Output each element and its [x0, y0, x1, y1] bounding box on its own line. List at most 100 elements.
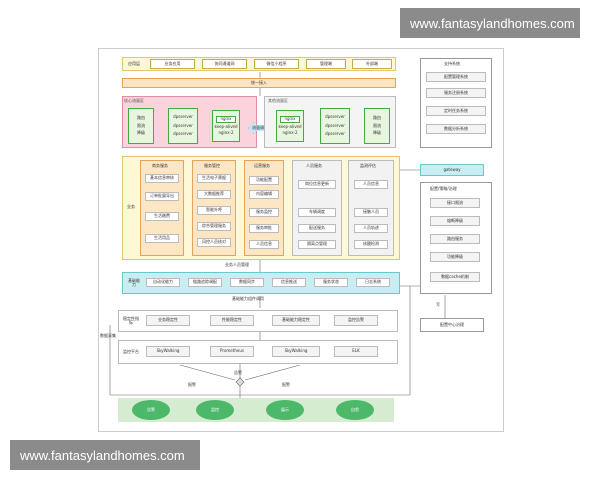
- business-item[interactable]: 配送服务: [298, 224, 336, 233]
- business-item[interactable]: 人员信息: [249, 240, 279, 249]
- group-item: 限流: [137, 122, 145, 128]
- support-item[interactable]: 数据分析系统: [426, 124, 486, 134]
- business-item[interactable]: 订单批量导出: [145, 192, 179, 201]
- business-item[interactable]: 功能配置: [249, 176, 279, 185]
- unified-entry[interactable]: 统一接入: [122, 78, 396, 88]
- write-label: 写: [436, 302, 440, 307]
- decision-right: 报警: [282, 382, 290, 387]
- watermark-bottom: www.fantasylandhomes.com: [10, 440, 200, 470]
- support-item[interactable]: 配置管理系统: [426, 72, 486, 82]
- platform-item[interactable]: SkyWalking: [272, 346, 320, 357]
- other-right-group: 路由 限流 降级: [364, 108, 390, 144]
- metric-item[interactable]: 业务稳定性: [146, 315, 190, 326]
- app-item[interactable]: 业务应用: [150, 59, 195, 69]
- column-title: 商务服务: [152, 163, 168, 168]
- metric-item[interactable]: 基础能力稳定性: [272, 315, 320, 326]
- group-item: 限流: [373, 122, 381, 128]
- watermark-top: www.fantasylandhomes.com: [400, 8, 580, 38]
- business-item[interactable]: 内容编辑: [249, 190, 279, 199]
- service-item[interactable]: dpsserver: [325, 131, 345, 137]
- support-title: 支持系统: [444, 61, 460, 66]
- other-services: dpsserver dpsserver dpsserver: [320, 108, 350, 144]
- column-title: 人员服务: [306, 163, 322, 168]
- policy-item[interactable]: 路由服务: [430, 234, 480, 244]
- base-item[interactable]: 服务状态: [314, 278, 348, 287]
- app-item[interactable]: 外部端: [352, 59, 392, 69]
- core-zone-title: 核心流量区: [124, 98, 144, 103]
- config-center[interactable]: 配置中心治理: [420, 318, 484, 332]
- business-label: 业务: [127, 204, 135, 209]
- base-item[interactable]: 日志系统: [356, 278, 390, 287]
- business-item[interactable]: 岗位信息更新: [298, 180, 336, 189]
- core-left-group: 路由 限流 降级: [128, 108, 154, 144]
- platform-item[interactable]: Prometheus: [210, 346, 254, 357]
- metric-item[interactable]: 性能稳定性: [210, 315, 254, 326]
- gateway-box[interactable]: gateway: [420, 164, 484, 176]
- base-item[interactable]: 自动化能力: [146, 278, 180, 287]
- business-item[interactable]: 风控人员核对: [197, 238, 231, 247]
- business-item[interactable]: 生活电子票据: [197, 174, 231, 183]
- business-item[interactable]: 基本信息审核: [145, 174, 179, 183]
- business-item[interactable]: 人员轨迹: [354, 224, 388, 233]
- metrics-label: 稳定性指标: [123, 315, 139, 325]
- nginx-small: nginx-2: [282, 130, 298, 136]
- app-layer-label: 应用层: [128, 60, 140, 66]
- base-item[interactable]: 链路追踪调配: [188, 278, 222, 287]
- app-item[interactable]: 微信小程序: [254, 59, 299, 69]
- bottom-node[interactable]: 告警: [132, 400, 170, 420]
- nginx-box[interactable]: nginx: [280, 116, 300, 123]
- column-title: 监测评估: [360, 163, 376, 168]
- business-item[interactable]: 核酸检测: [354, 240, 388, 249]
- other-zone-title: 其他流量区: [268, 98, 288, 103]
- business-item[interactable]: 接触人员: [354, 208, 388, 217]
- metric-item[interactable]: 监控告警: [334, 315, 378, 326]
- service-item[interactable]: dpsserver: [325, 114, 345, 120]
- group-item: 路由: [137, 115, 145, 121]
- service-item[interactable]: dpsserver: [173, 114, 193, 120]
- business-item[interactable]: 综合管理服务: [197, 222, 231, 231]
- bottom-node[interactable]: 自愈: [336, 400, 374, 420]
- service-item[interactable]: dpsserver: [325, 122, 345, 128]
- app-item[interactable]: 管理端: [306, 59, 346, 69]
- business-item[interactable]: 智能外呼: [197, 206, 231, 215]
- base-label: 基础能力: [128, 277, 140, 287]
- business-item[interactable]: 大数据推荐: [197, 190, 231, 199]
- base-item[interactable]: 数据同步: [230, 278, 264, 287]
- base-item[interactable]: 信息推送: [272, 278, 306, 287]
- platform-item[interactable]: ELK: [334, 346, 378, 357]
- policy-item[interactable]: 熔断降级: [430, 216, 480, 226]
- bottom-node[interactable]: 监控: [196, 400, 234, 420]
- policy-item[interactable]: 功能降级: [430, 252, 480, 262]
- app-item[interactable]: 协同通道网: [202, 59, 247, 69]
- outer-frame: [98, 48, 504, 432]
- group-item: 路由: [373, 115, 381, 121]
- decision-left: 报警: [188, 382, 196, 387]
- nginx-box[interactable]: nginx: [216, 116, 236, 123]
- business-item[interactable]: 生活用品: [145, 234, 179, 243]
- data-collect-label: 数据采集: [100, 333, 116, 338]
- column-title: 运营服务: [254, 163, 270, 168]
- platform-item[interactable]: SkyWalking: [146, 346, 190, 357]
- keepalived-label: keep-alived: [214, 123, 238, 129]
- business-item[interactable]: 生活缴费: [145, 212, 179, 221]
- policy-item[interactable]: 接口限流: [430, 198, 480, 208]
- business-item[interactable]: 服务审批: [249, 224, 279, 233]
- business-item[interactable]: 人员信息: [354, 180, 388, 189]
- nginx-small: nginx-2: [218, 130, 234, 136]
- service-item[interactable]: dpsserver: [173, 122, 193, 128]
- support-item[interactable]: 服务注册系统: [426, 88, 486, 98]
- group-item: 降级: [137, 130, 145, 136]
- bottom-node[interactable]: 展示: [266, 400, 304, 420]
- service-item[interactable]: dpsserver: [173, 131, 193, 137]
- core-nginx: nginx keep-alived nginx-2: [212, 110, 240, 142]
- business-item[interactable]: 车辆调度: [298, 208, 336, 217]
- platform-label: 监控平台: [123, 348, 139, 354]
- group-item: 降级: [373, 130, 381, 136]
- business-item[interactable]: 服务监控: [249, 208, 279, 217]
- business-item[interactable]: 隔离点管理: [298, 240, 336, 249]
- policy-item[interactable]: 数据cache机制: [430, 272, 480, 282]
- policy-title: 配置/策略/治理: [430, 186, 457, 191]
- base-footnote: 基础能力组件调用: [232, 296, 264, 301]
- support-item[interactable]: 定时任务系统: [426, 106, 486, 116]
- column-title: 服务管控: [204, 163, 220, 168]
